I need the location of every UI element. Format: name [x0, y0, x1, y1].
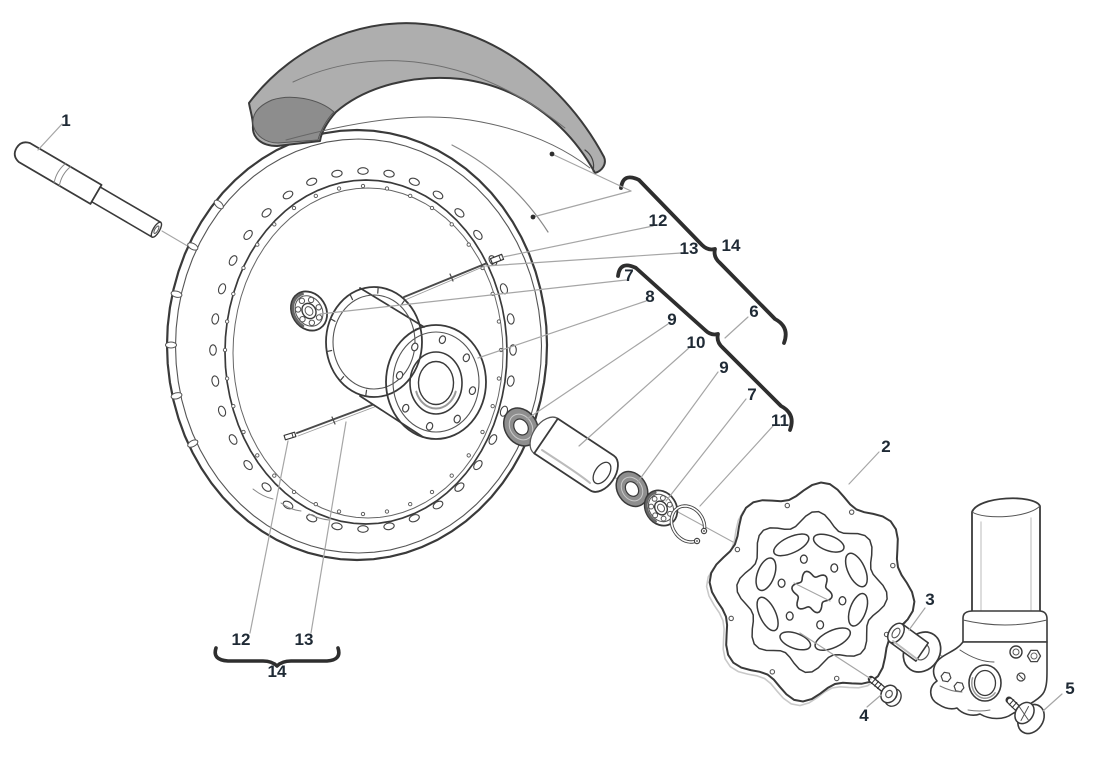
callout-axle: 1: [61, 111, 71, 130]
part-axle: [13, 141, 163, 238]
callout-seal-right: 9: [719, 358, 729, 377]
part-disc-bolt: [867, 675, 902, 707]
callout-circlip: 11: [771, 411, 789, 430]
part-hub: [325, 286, 487, 440]
callout-hub-group: 6: [749, 302, 759, 321]
part-fork-bolt: [1005, 696, 1045, 735]
callout-spacer-tube: 10: [686, 333, 706, 352]
part-nipple-top: [489, 253, 505, 265]
part-seal-left: [502, 407, 540, 447]
callout-nipple-top: 12: [648, 211, 668, 230]
part-circlip: [669, 504, 708, 545]
grouping-braces: [213, 175, 794, 668]
part-nipple-bottom: [283, 431, 297, 441]
callout-disc-bolt: 4: [859, 706, 869, 725]
part-bearing-left: [289, 290, 329, 332]
part-spacer-tube: [529, 416, 619, 493]
callout-disc-spacer: 3: [925, 590, 935, 609]
part-seal-right: [615, 470, 649, 508]
callout-fork-bolt: 5: [1065, 679, 1075, 698]
callout-wheel-group-top: 14: [721, 236, 741, 255]
part-fork-leg: [929, 497, 1048, 720]
callout-spoke-top: 13: [679, 239, 699, 258]
callout-hub: 8: [645, 287, 655, 306]
callout-spoke-bottom: 13: [294, 630, 314, 649]
callout-seal-left: 9: [667, 310, 677, 329]
leader-lines: [37, 123, 1063, 712]
callout-bearing-right: 7: [747, 385, 757, 404]
callout-bearing-left: 7: [624, 266, 634, 285]
callout-wheel-group-bottom: 14: [267, 662, 287, 681]
part-brake-disc: [705, 481, 916, 707]
callout-nipple-bottom: 12: [231, 630, 251, 649]
part-tire: [248, 22, 606, 174]
callout-brake-disc: 2: [881, 437, 891, 456]
